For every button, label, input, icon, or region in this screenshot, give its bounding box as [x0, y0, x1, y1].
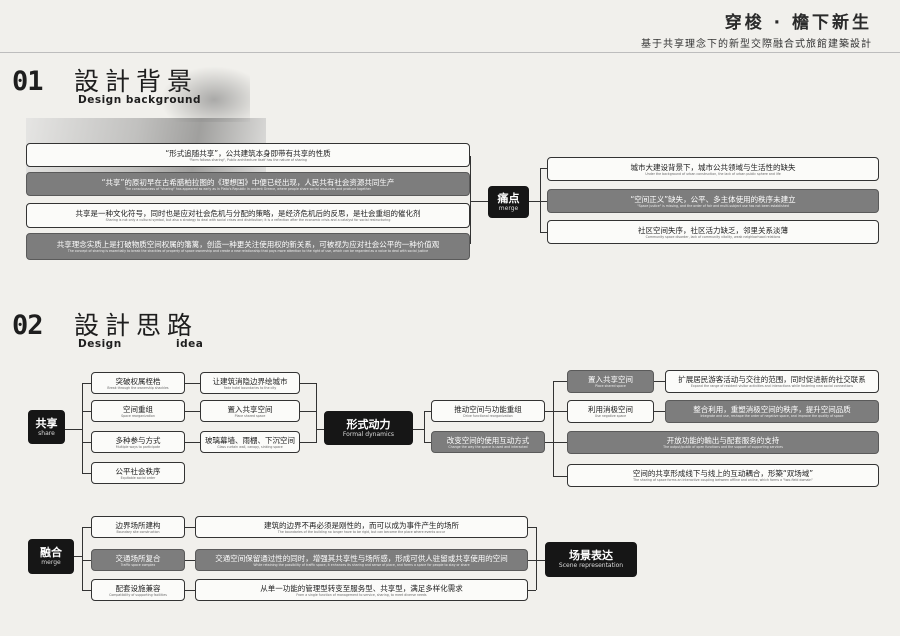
connector — [300, 411, 316, 412]
section-subtitle-idea: idea — [176, 338, 204, 350]
connector — [185, 527, 195, 528]
header-divider — [0, 52, 900, 53]
section-number-01: 01 — [12, 66, 44, 97]
connector — [553, 411, 567, 412]
section-title-idea: 設計思路 — [74, 311, 199, 340]
connector — [528, 560, 536, 561]
outcome-item: 空间的共享形成线下与线上的互动耦合，形築“双场域”The sharing of … — [567, 464, 879, 487]
connector — [185, 442, 200, 443]
connector — [528, 590, 536, 591]
connector — [553, 476, 567, 477]
connector — [82, 590, 91, 591]
connector — [528, 527, 536, 528]
connector — [413, 429, 424, 430]
background-photo-top — [160, 66, 250, 122]
connector — [470, 156, 471, 244]
connector — [529, 201, 540, 202]
connector — [82, 527, 91, 528]
background-item: “共享”的原初早在古希腊柏拉图的《理想国》中便已经出现，人民共有社会资源共同生产… — [26, 172, 470, 196]
connector — [536, 527, 537, 590]
connector — [185, 383, 200, 384]
page-subtitle: 基于共享理念下的新型交際融合式旅館建築設計 — [641, 39, 872, 50]
connector — [82, 560, 91, 561]
section-number-02: 02 — [12, 310, 44, 341]
connector — [553, 442, 567, 443]
connector — [654, 381, 665, 382]
connector — [536, 560, 545, 561]
connector — [470, 201, 488, 202]
connector — [545, 442, 553, 443]
connector — [82, 527, 83, 590]
connector — [540, 168, 541, 232]
connector — [654, 411, 665, 412]
page-title: 穿梭 · 檐下新生 — [724, 13, 872, 33]
connector — [316, 383, 317, 443]
connector — [424, 411, 425, 442]
connector — [185, 590, 195, 591]
connector — [185, 560, 195, 561]
connector — [300, 442, 316, 443]
connector — [316, 429, 324, 430]
connector — [300, 383, 316, 384]
connector — [424, 442, 431, 443]
section-subtitle-background: Design background — [78, 94, 202, 106]
connector — [553, 381, 567, 382]
connector — [540, 201, 547, 202]
connector — [82, 411, 91, 412]
background-item: 共享理念实质上是打破物质空间权属的籓篱，创造一种更关注使用权的新关系，可被视为应… — [26, 233, 470, 260]
connector — [82, 442, 91, 443]
background-item: “形式追随共享”，公共建筑本身即带有共享的性质"Form follows sha… — [26, 143, 470, 167]
connector — [74, 556, 82, 557]
connector — [424, 411, 431, 412]
connector — [82, 383, 83, 473]
connector — [82, 383, 91, 384]
connector — [540, 232, 547, 233]
section-subtitle-design: Design — [78, 338, 122, 350]
connector — [82, 473, 91, 474]
connector — [185, 411, 200, 412]
connector — [540, 168, 547, 169]
connector — [545, 411, 553, 412]
background-item: 共享是一种文化符号，同时也是应对社会危机与分配的策略，是经济危机后的反思，是社会… — [26, 203, 470, 228]
pain-point-item: “空间正义”缺失，公平、多主体使用的秩序未建立"Space justice" i… — [547, 189, 879, 213]
connector — [65, 429, 82, 430]
connector — [553, 381, 554, 476]
section-title-background: 設計背景 — [74, 67, 199, 96]
